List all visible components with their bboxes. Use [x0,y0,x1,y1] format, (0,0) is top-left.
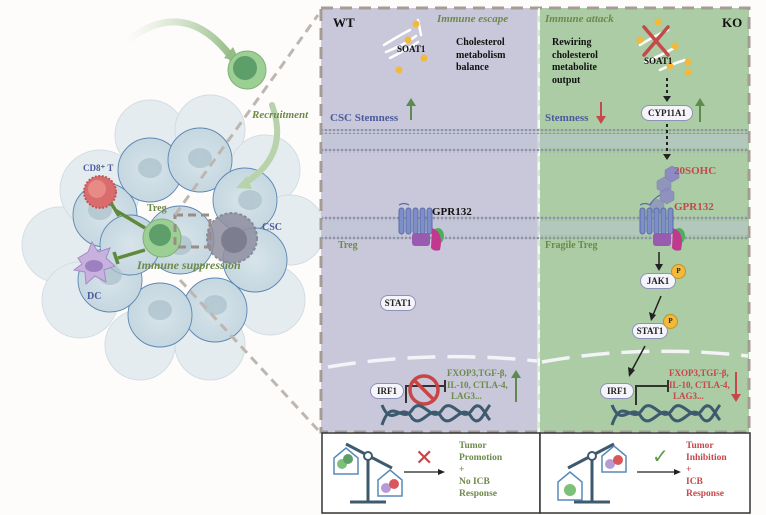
zoom-connector-top [173,14,320,216]
wt-cholesterol-line-3: balance [456,62,489,73]
wt-genes-text: FXOP3,TGF-β, IL-10, CTLA-4, LAG3... [447,368,508,403]
csc-cell [206,212,258,264]
wt-irf1-node: IRF1 [370,383,404,399]
wt-dna-helix-icon [380,403,492,426]
ko-balance-scale-icon [557,442,627,504]
recruitment-arrowhead-2 [236,176,252,189]
ko-outcome-line-2: Inhibition [686,453,727,463]
treg-label: Treg [147,203,167,214]
wt-genes-line-2: IL-10, CTLA-4, [447,379,508,390]
ko-genes-line-3: LAG3... [673,391,704,401]
wt-state-label: Immune escape [437,13,509,25]
panel-frame [319,6,751,434]
wt-gpr132-label: GPR132 [432,206,472,218]
ko-cyp11a1-node: CYP11A1 [641,105,693,121]
wt-cholesterol-line-2: metabolism [456,49,506,61]
wt-balance-scale-icon [333,442,403,504]
wt-soat1-label: SOAT1 [397,44,426,54]
ko-outcome-arrow [637,469,681,475]
ko-stemness-label: Stemness [545,112,589,124]
wt-soat1-er-icon [382,18,423,60]
zoom-region-box [173,213,212,249]
ko-genes-line-1: FXOP3,TGF-β, [669,368,729,378]
ko-rewiring-line-3: metabolite [552,62,597,73]
ko-outcome-check-icon: ✓ [652,446,669,468]
ko-gpr132-label: GPR132 [674,201,714,213]
ko-genes-text: FXOP3,TGF-β, IL-10, CTLA-4, LAG3... [669,368,730,403]
wt-outcome-arrow [404,469,445,475]
ko-outcome-line-3: + [686,465,692,475]
ko-rewiring-line-1: Rewiring [552,37,592,48]
csc-membrane [322,129,748,153]
wt-soat1-lipid-droplets [395,20,428,74]
ko-jak1-node: JAK1 [640,273,676,289]
ko-soat1-label: SOAT1 [644,56,673,66]
ko-irf1-repression-line [635,380,669,405]
ko-rewiring-text: Rewiring cholesterol metabolite output [552,37,598,87]
recruitment-label: Recruitment [252,109,309,121]
wt-outcome-line-4: No ICB [459,477,490,487]
ko-cyp-up-arrow [695,98,705,122]
wt-title: WT [333,15,355,30]
ko-treg-label: Fragile Treg [545,240,598,251]
wt-cholesterol-line-1: Cholesterol [456,37,505,48]
wt-outcome-text: Tumor Promotion + No ICB Response [459,440,502,500]
ko-outcome-line-1: Tumor [686,441,714,451]
ko-state-label: Immune attack [545,13,614,25]
ko-soat1-lipid-droplets [636,18,692,76]
ko-stat1-phospho-icon: P [663,314,678,329]
wt-cholesterol-text: Cholesterol metabolism balance [456,37,505,75]
wt-gpr132-receptor-icon [398,202,444,251]
treg-cell [142,218,182,258]
ko-genes-line-2: IL-10, CTLA-4, [669,379,730,390]
wt-outcome-line-5: Response [459,489,498,499]
wt-stemness-label: CSC Stemness [330,112,399,124]
csc-label: CSC [262,222,283,233]
wt-blocked-icon [408,374,440,406]
wt-genes-line-3: LAG3... [451,391,482,401]
wt-outcome-line-3: + [459,465,465,475]
dc-cell [72,240,116,286]
ko-signaling-arrows [631,252,662,371]
ko-outcome-text: Tumor Inhibition + ICB Response [686,440,727,500]
ko-dna-helix-icon [610,403,722,426]
wt-stat1-node: STAT1 [380,295,416,311]
ko-outcome-line-5: Response [686,489,725,499]
cd8-t-cell [83,175,117,209]
wt-treg-label: Treg [338,240,358,251]
ko-20sohc-label: 20SOHC [674,165,717,177]
wt-stemness-up-arrow [406,98,416,120]
wt-irf1-repression-line [405,380,446,403]
zoom-connector-bottom [178,278,320,432]
wt-outcome-x-icon: ✕ [415,445,434,470]
ko-stemness-down-arrow [596,102,606,124]
cd8-label: CD8⁺ T [83,163,114,173]
ko-title: KO [722,15,743,30]
recruitment-arrow-1 [121,18,236,62]
inhibition-lines [109,202,146,265]
ko-gpr132-receptor-icon [639,194,685,251]
wt-genes-line-1: FXOP3,TGF-β, [447,368,507,378]
ko-rewiring-line-2: cholesterol [552,49,598,61]
recruitment-arrow-2 [242,102,281,186]
dc-label: DC [87,291,102,302]
ko-stat1-node: STAT1 [632,323,668,339]
ko-rewiring-line-4: output [552,74,581,86]
ko-irf1-node: IRF1 [600,383,634,399]
soat1-knockout-x-icon [642,25,670,57]
ko-jak1-phospho-icon: P [671,264,686,279]
wt-outcome-line-1: Tumor [459,441,487,451]
wt-nuclear-membrane [327,354,538,369]
ko-genes-down-arrow [731,372,741,402]
recruited-treg-cell [227,50,267,90]
ko-outcome-line-4: ICB [686,477,703,487]
wt-genes-up-arrow [511,370,521,402]
immune-suppression-label: Immune suppression [137,258,241,272]
wt-outcome-line-2: Promotion [459,453,503,463]
